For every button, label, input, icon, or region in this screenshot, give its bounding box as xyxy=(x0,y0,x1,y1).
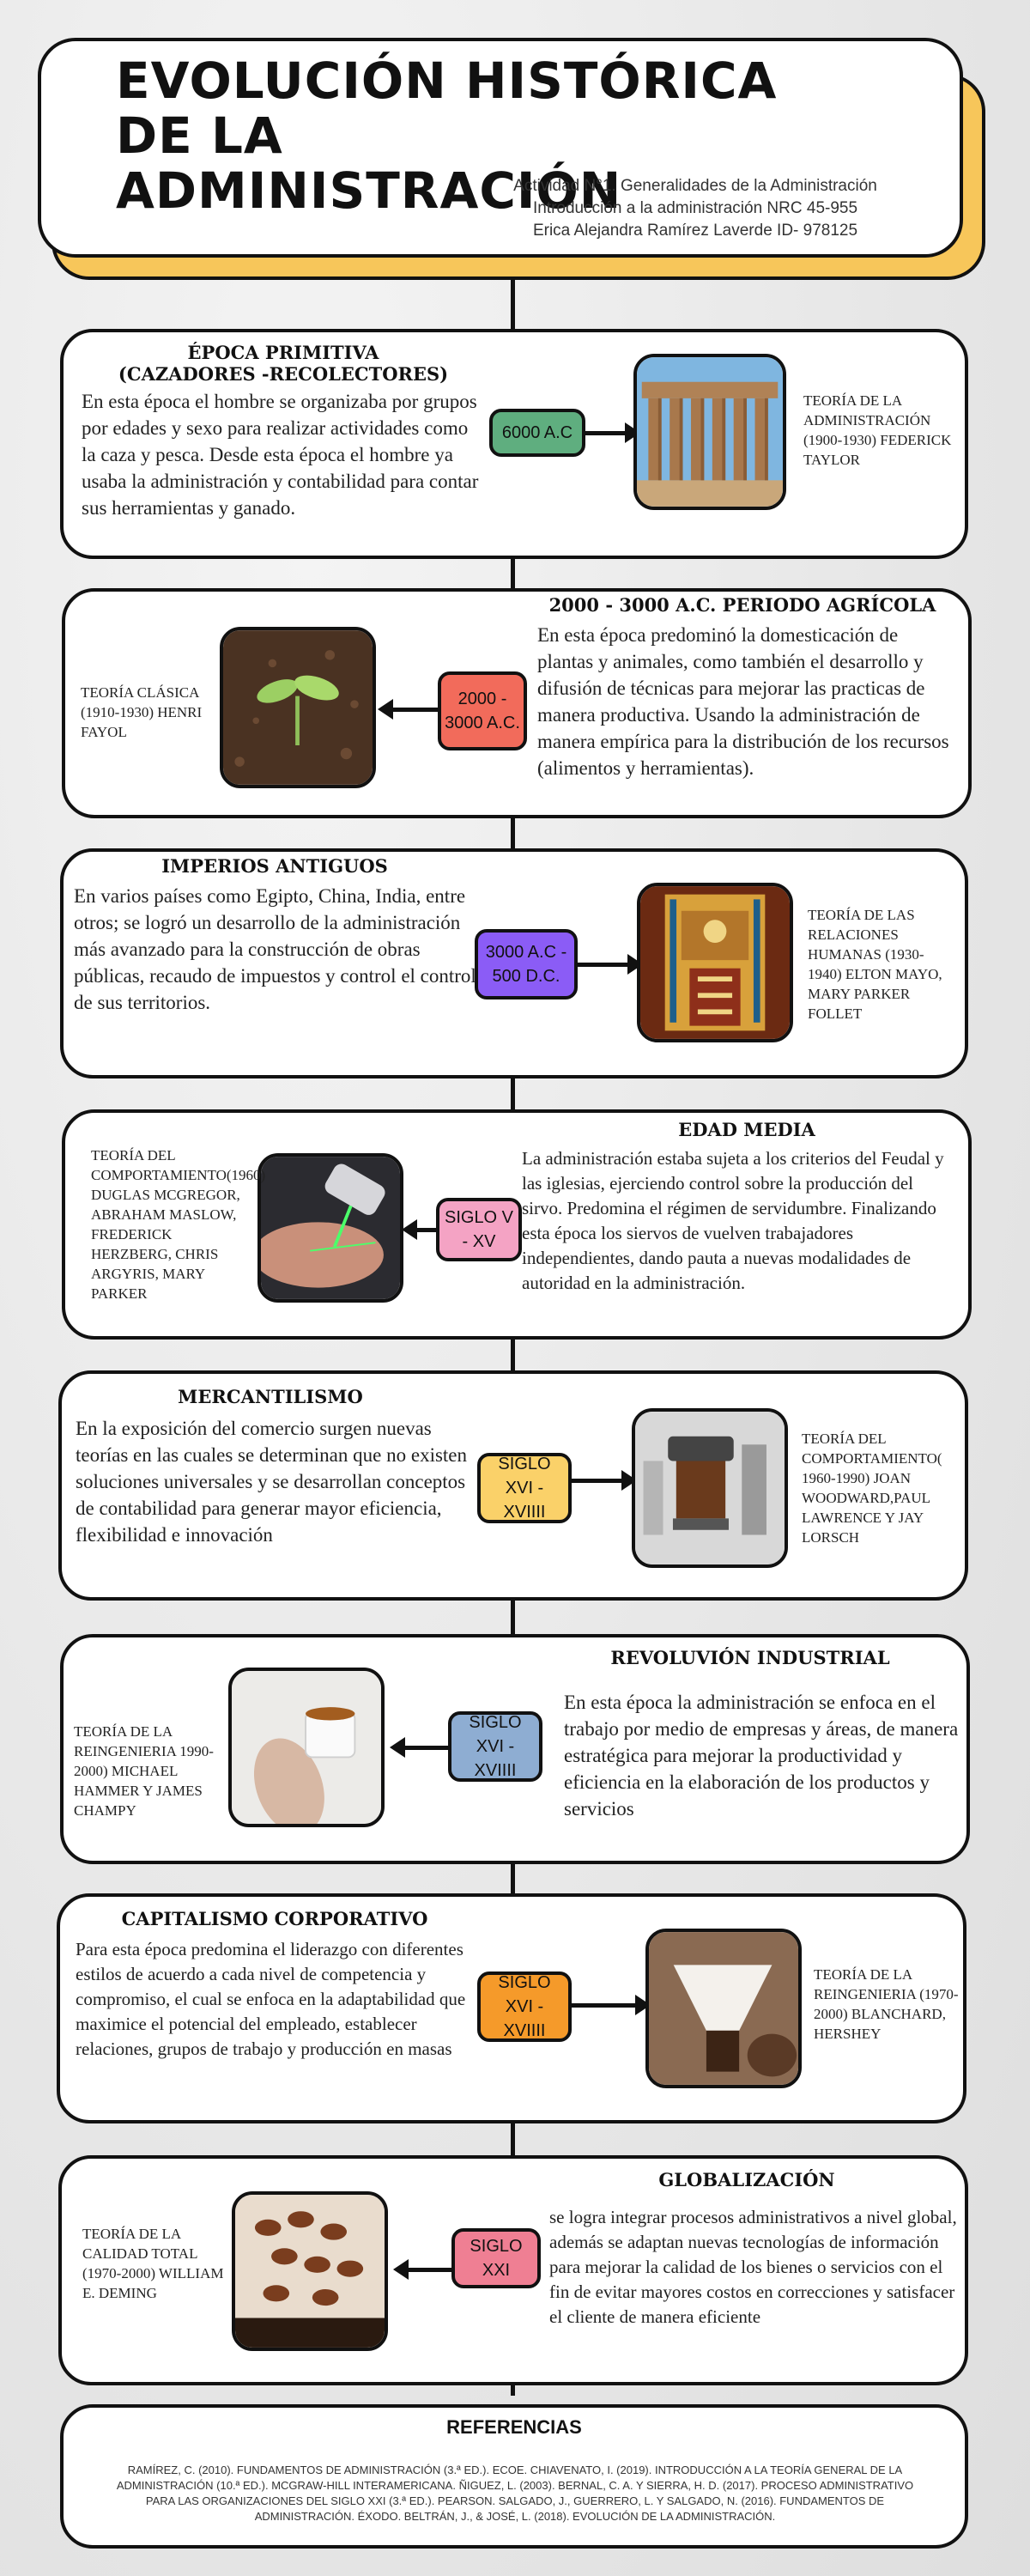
era-date-badge: 6000 A.C xyxy=(489,409,585,457)
greek-columns-illustration xyxy=(637,357,783,507)
arrow-right xyxy=(572,2003,637,2008)
era-date-badge: SIGLO XVI - XVIIII xyxy=(477,1453,572,1523)
subtitle-line-3: Erica Alejandra Ramírez Laverde ID- 9781… xyxy=(532,222,858,240)
arrow-left xyxy=(403,1746,448,1750)
plant-sprout-illustration xyxy=(223,630,373,785)
era-date-badge: 3000 A.C - 500 D.C. xyxy=(475,929,578,999)
era-theory: TEORÍA DE LAS RELACIONES HUMANAS (1930-1… xyxy=(808,907,942,1022)
era-date-badge: SIGLO XVI - XVIIII xyxy=(448,1711,542,1782)
era-text: En esta época la administración se enfoc… xyxy=(564,1692,959,1820)
era-date-badge: SIGLO V - XV xyxy=(436,1198,522,1261)
era-theory: TEORÍA DE LA REINGENIERIA (1970-2000) BL… xyxy=(814,1966,959,2042)
era-title: GLOBALIZACIÓN xyxy=(658,2169,835,2190)
era-title: MERCANTILISMO xyxy=(178,1386,363,1407)
references-title: REFERENCIAS xyxy=(446,2416,582,2438)
era-theory: TEORÍA DE LA ADMINISTRACIÓN (1900-1930) … xyxy=(803,392,952,468)
era-theory: TEORÍA DE LA CALIDAD TOTAL (1970-2000) W… xyxy=(82,2226,224,2301)
title-line-1: EVOLUCIÓN HISTÓRICA xyxy=(116,52,778,110)
coffee-beans-photo xyxy=(232,2191,388,2351)
header-card xyxy=(38,38,963,258)
era-title: ÉPOCA PRIMITIVA (CAZADORES -RECOLECTORES… xyxy=(77,342,489,385)
era-theory: TEORÍA DEL COMPORTAMIENTO(1960) DUGLAS M… xyxy=(91,1147,266,1302)
era-text: En esta época el hombre se organizaba po… xyxy=(82,391,479,519)
era-date-badge: 2000 - 3000 A.C. xyxy=(438,671,527,750)
era-text: La administración estaba sujeta a los cr… xyxy=(522,1148,944,1293)
arrow-right xyxy=(578,963,629,967)
era-title: REVOLUVIÓN INDUSTRIAL xyxy=(610,1647,890,1668)
references-text: RAMÍREZ, C. (2010). FUNDAMENTOS DE ADMIN… xyxy=(116,2464,914,2523)
coffee-machine-illustration xyxy=(635,1412,785,1564)
espresso-cup-illustration xyxy=(232,1671,381,1824)
laser-hand-illustration xyxy=(261,1157,400,1299)
arrow-left xyxy=(415,1228,436,1232)
era-title: EDAD MEDIA xyxy=(678,1119,815,1140)
arrow-right xyxy=(572,1479,623,1483)
era-title-line-1: ÉPOCA PRIMITIVA xyxy=(187,342,379,363)
era-card-agricultural xyxy=(62,588,972,818)
laser-hand-photo xyxy=(258,1153,403,1303)
coffee-filter-photo xyxy=(645,1929,802,2088)
plant-sprout-photo xyxy=(220,627,376,788)
arrow-head-left xyxy=(402,1219,417,1240)
subtitle-line-1: Actividad N°1. Generalidades de la Admin… xyxy=(513,177,877,195)
arrow-head-left xyxy=(390,1737,405,1758)
references-card xyxy=(60,2404,968,2549)
espresso-cup-photo xyxy=(228,1668,385,1827)
subtitle: Actividad N°1. Generalidades de la Admin… xyxy=(481,175,910,242)
era-date-badge: SIGLO XXI xyxy=(451,2228,541,2288)
era-text: Para esta época predomina el liderazgo c… xyxy=(76,1939,466,2059)
arrow-left xyxy=(407,2268,451,2272)
era-date-badge: SIGLO XVI - XVIIII xyxy=(477,1971,572,2042)
coffee-filter-illustration xyxy=(649,1932,798,2085)
era-title-line-2: (CAZADORES -RECOLECTORES) xyxy=(118,363,449,385)
coffee-beans-illustration xyxy=(235,2195,385,2348)
arrow-left xyxy=(391,708,438,712)
era-title: 2000 - 3000 A.C. PERIODO AGRÍCOLA xyxy=(548,594,936,616)
greek-columns-photo xyxy=(633,354,786,510)
era-title: IMPERIOS ANTIGUOS xyxy=(161,855,388,877)
page-title: EVOLUCIÓN HISTÓRICA DE LA ADMINISTRACIÓN xyxy=(116,53,785,218)
era-theory: TEORÍA CLÁSICA (1910-1930) HENRI FAYOL xyxy=(81,684,203,740)
era-text: En la exposición del comercio surgen nue… xyxy=(76,1418,468,1546)
era-text: se logra integrar procesos administrativ… xyxy=(549,2207,957,2327)
era-title: CAPITALISMO CORPORATIVO xyxy=(121,1908,428,1929)
title-line-2: DE LA ADMINISTRACIÓN xyxy=(116,106,622,220)
era-text: En esta época predominó la domesticación… xyxy=(537,624,949,779)
era-theory: TEORÍA DEL COMPORTAMIENTO( 1960-1990) JO… xyxy=(802,1431,942,1546)
arrow-right xyxy=(585,431,627,435)
subtitle-line-2: Introducción a la administración NRC 45-… xyxy=(532,199,858,217)
era-theory: TEORÍA DE LA REINGENIERIA 1990-2000) MIC… xyxy=(74,1723,214,1819)
egyptian-mural-illustration xyxy=(640,886,790,1039)
arrow-head-left xyxy=(378,699,393,720)
coffee-machine-photo xyxy=(632,1408,788,1568)
egyptian-mural-photo xyxy=(637,883,793,1042)
era-text: En varios países como Egipto, China, Ind… xyxy=(74,885,476,1013)
arrow-head-left xyxy=(393,2259,409,2280)
